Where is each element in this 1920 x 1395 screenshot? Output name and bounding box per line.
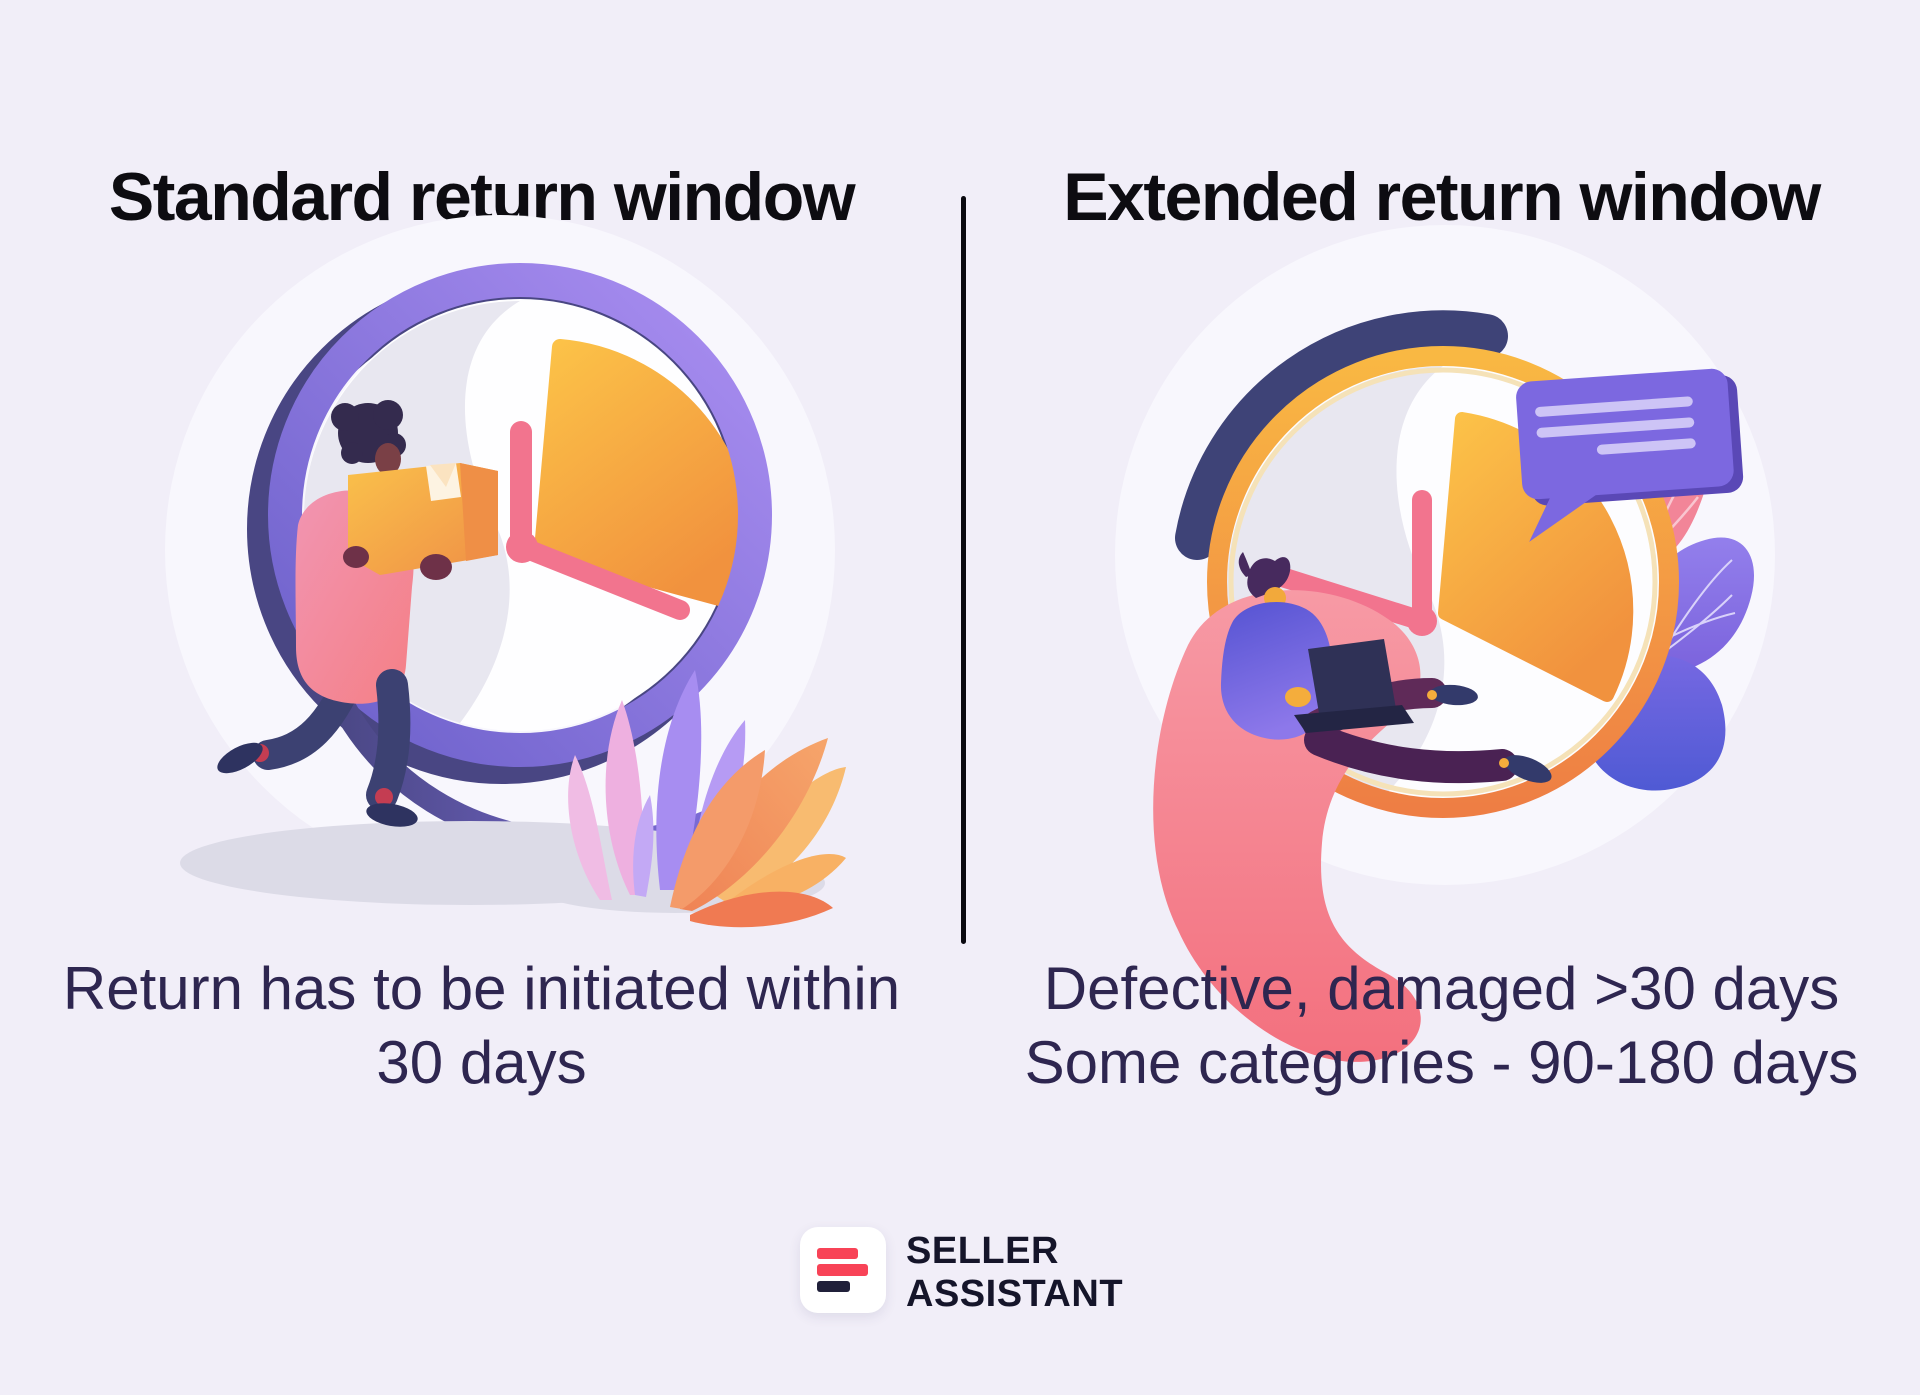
logo-bar-middle (817, 1264, 868, 1276)
front-leg (366, 669, 411, 811)
logo-wordmark: SELLER ASSISTANT (906, 1230, 1123, 1316)
foliage (568, 670, 846, 928)
head (331, 400, 406, 475)
clock-hub (1407, 606, 1437, 636)
laptop-base (1294, 705, 1414, 733)
left-caption-line-1: Return has to be initiated within (62, 955, 901, 1022)
shoe-down (1504, 755, 1552, 783)
speech-line-3 (1596, 438, 1696, 455)
clock-ring (1207, 346, 1679, 818)
speech-bubble-tail (1529, 492, 1599, 542)
hand (420, 554, 452, 580)
speech-line-2 (1536, 417, 1695, 438)
face (375, 443, 401, 475)
speech-line-1 (1535, 396, 1693, 417)
laptop-screen (1308, 639, 1396, 719)
vertical-divider (961, 196, 966, 944)
logo-icon (800, 1227, 886, 1313)
laptop (1294, 639, 1414, 733)
clock-hands (1272, 490, 1437, 636)
left-caption-line-2: 30 days (376, 1029, 587, 1096)
shoe-right (1430, 684, 1478, 706)
speech-bubble (1516, 368, 1744, 542)
extended-return-illustration (1115, 225, 1775, 1062)
delivery-person (217, 400, 498, 827)
right-caption-line-2: Some categories - 90-180 days (1024, 1029, 1859, 1096)
front-shoe (366, 803, 418, 827)
navy-crescent (1175, 310, 1508, 560)
clock-hands (506, 421, 690, 620)
clock-hub (506, 531, 538, 563)
logo-bar-bottom (817, 1281, 850, 1292)
right-caption-line-1: Defective, damaged >30 days (1043, 955, 1840, 1022)
right-panel-caption: Defective, damaged >30 days Some categor… (963, 952, 1920, 1100)
standard-return-illustration (165, 215, 846, 928)
package-box (348, 463, 498, 575)
left-panel-caption: Return has to be initiated within 30 day… (0, 952, 963, 1100)
logo-bar-top (817, 1248, 858, 1259)
sitting-person (1153, 552, 1552, 1062)
lower-leg (1304, 724, 1518, 784)
front-sock (375, 788, 393, 806)
logo-word-assistant: ASSISTANT (906, 1273, 1124, 1315)
clock-ring-inner-edge (1228, 367, 1658, 797)
hand-left (343, 546, 369, 568)
clock-ring (268, 263, 772, 767)
back-shoe (217, 742, 263, 774)
hand-on-laptop (1285, 687, 1311, 707)
right-panel-heading: Extended return window (1063, 158, 1821, 235)
logo-word-seller: SELLER (906, 1230, 1059, 1272)
